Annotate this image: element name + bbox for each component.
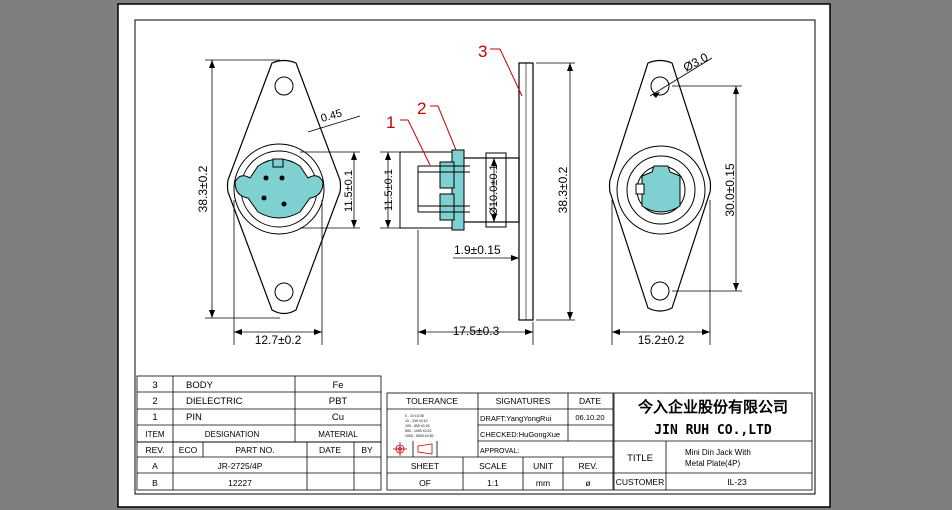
rear-dielectric <box>641 165 681 213</box>
scale-label: SCALE <box>479 461 507 471</box>
rev-row-rev: A <box>152 461 158 471</box>
rev-header-part-no: PART NO. <box>235 445 274 455</box>
front-dielectric <box>234 158 324 219</box>
rev-label: REV. <box>578 461 597 471</box>
bom-row-material: PBT <box>329 396 348 407</box>
front-key <box>272 158 284 168</box>
rear-bottom-hole <box>650 281 670 301</box>
side-view <box>399 62 534 321</box>
dim-side-length: 17.5±0.3 <box>453 324 500 338</box>
tolerance-line: 10 - 100 ±0.10 <box>405 419 428 423</box>
rear-top-hole <box>650 76 670 96</box>
dim-hole-spacing: 30.0±0.15 <box>723 163 737 217</box>
sheet-value: OF <box>419 478 431 488</box>
date-label: DATE <box>579 396 601 406</box>
dim-flange-thickness: 0.45 <box>320 107 344 124</box>
front-pin-2 <box>279 175 285 181</box>
draft-date: 06.10.20 <box>575 413 604 422</box>
side-body-ring <box>485 152 507 228</box>
dim-body-diameter: Ø10.0±0.1 <box>488 164 500 215</box>
rev-row-rev: B <box>152 478 158 488</box>
front-bottom-hole <box>274 282 294 302</box>
bom-row-no: 1 <box>152 412 157 423</box>
rev-header-date: DATE <box>319 445 341 455</box>
rev-header-by: BY <box>361 445 373 455</box>
front-top-hole <box>274 76 294 96</box>
side-dimensions <box>380 62 575 345</box>
dim-right-width: 15.2±0.2 <box>638 333 685 347</box>
customer-label: CUSTOMER <box>616 477 665 487</box>
rear-body-outer <box>616 145 706 235</box>
dim-body-height-left: 11.5±0.1 <box>343 170 355 212</box>
title-line-1: Mini Din Jack With <box>685 448 751 457</box>
checked-signature: CHECKED:HuGongXue <box>480 430 560 439</box>
side-dielectric <box>451 149 465 231</box>
front-dimensions <box>205 59 361 345</box>
callout-dielectric: 2 <box>417 99 426 118</box>
title-line-2: Metal Plate(4P) <box>685 459 740 468</box>
bom-header-material: MATERIAL <box>318 430 358 439</box>
front-pin-1 <box>263 175 269 181</box>
rear-dimensions <box>611 57 742 345</box>
company-name-en: JIN RUH CO.,LTD <box>654 423 772 438</box>
bom-header-designation: DESIGNATION <box>205 430 260 439</box>
tolerance-line: 100 - 500 ±0.15 <box>405 424 430 428</box>
rev-header-rev: REV. <box>145 445 164 455</box>
callout-leaders <box>400 105 457 166</box>
callout-pin: 1 <box>386 113 395 132</box>
unit-value: mm <box>536 478 550 488</box>
front-pin-3 <box>261 195 267 201</box>
rev-row-part-no: JR-2725/4P <box>218 461 263 471</box>
bom-row-name: BODY <box>186 380 214 391</box>
front-view <box>226 59 342 315</box>
title-block-grid <box>136 375 813 491</box>
drawing-sheet <box>117 3 831 508</box>
dim-flange-offset: 1.9±0.15 <box>454 243 501 257</box>
side-dim-arrows <box>385 63 573 335</box>
dim-side-pin-height: 11.5±0.1 <box>383 169 395 211</box>
bom-row-name: PIN <box>186 412 202 423</box>
bom-row-material: Fe <box>332 380 343 391</box>
rear-view <box>608 59 712 312</box>
callout-body: 3 <box>478 42 487 61</box>
bom-table: 3 BODY Fe 2 DIELECTRIC PBT 1 PIN Cu ITEM… <box>145 380 358 439</box>
front-body-outer <box>233 143 325 235</box>
bom-row-material: Cu <box>332 412 344 423</box>
tolerance-line: 500 - 1000 ±0.20 <box>405 429 431 433</box>
draft-signature: DRAFT:YangYongRui <box>480 414 552 423</box>
sheet-label: SHEET <box>411 461 439 471</box>
title-label: TITLE <box>627 453 653 464</box>
scale-value: 1:1 <box>487 478 499 488</box>
tolerance-line: 0 - 10 ±0.05 <box>405 414 424 418</box>
bom-row-no: 3 <box>152 380 157 391</box>
front-pin-4 <box>281 201 287 207</box>
tolerance-line: 1000 - 5000 ±0.30 <box>405 434 433 438</box>
dim-plate-width: 12.7±0.2 <box>255 333 302 347</box>
dim-plate-height-left: 38.3±0.2 <box>196 165 210 212</box>
signature-block: TOLERANCE 0 - 10 ±0.05 10 - 100 ±0.10 10… <box>405 396 605 488</box>
rear-body-inner <box>626 155 696 225</box>
tolerance-label: TOLERANCE <box>406 396 458 406</box>
projection-symbol-icon <box>393 442 433 456</box>
approval-signature: APPROVAL: <box>480 448 519 455</box>
dim-plate-height-side: 38.3±0.2 <box>556 166 570 213</box>
rear-plate-outline <box>608 59 712 312</box>
front-dim-arrows <box>209 60 357 335</box>
rear-dim-arrows <box>612 86 739 335</box>
rev-row-part-no: 12227 <box>228 478 252 488</box>
bom-row-no: 2 <box>152 396 157 407</box>
revision-table: REV. ECO PART NO. DATE BY A JR-2725/4P B… <box>145 445 373 488</box>
drawing-border <box>134 19 816 495</box>
company-name-cn: 今入企业股份有限公司 <box>637 398 788 416</box>
front-plate-outline <box>226 59 342 315</box>
rev-header-eco: ECO <box>179 445 198 455</box>
unit-label: UNIT <box>533 461 553 471</box>
bom-row-name: DIELECTRIC <box>186 396 243 407</box>
signatures-label: SIGNATURES <box>496 396 551 406</box>
customer-value: IL-23 <box>727 477 747 487</box>
rev-value: ø <box>585 478 590 488</box>
bom-header-item: ITEM <box>145 430 164 439</box>
